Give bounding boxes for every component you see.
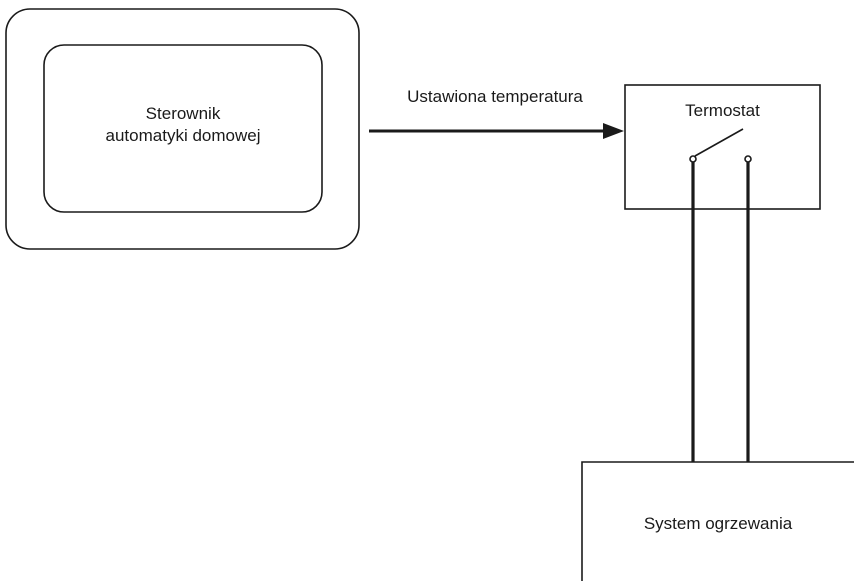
thermostat-label: Termostat (685, 101, 760, 120)
controller-screen (43, 44, 323, 213)
controller-outer-frame (5, 8, 360, 250)
set-temperature-label: Ustawiona temperatura (407, 87, 583, 106)
controller-label-line2: automatyki domowej (105, 126, 261, 145)
thermostat-box (624, 84, 821, 210)
switch-contact-left (689, 155, 697, 163)
heating-system-box (581, 461, 854, 581)
set-temperature-arrow-head (603, 123, 624, 139)
controller-label-line1: Sterownik (145, 104, 221, 123)
switch-contact-right (744, 155, 752, 163)
heating-system-label: System ogrzewania (643, 514, 793, 533)
controller-label: Sterownik automatyki domowej (44, 103, 322, 147)
switch-lever (694, 128, 744, 157)
